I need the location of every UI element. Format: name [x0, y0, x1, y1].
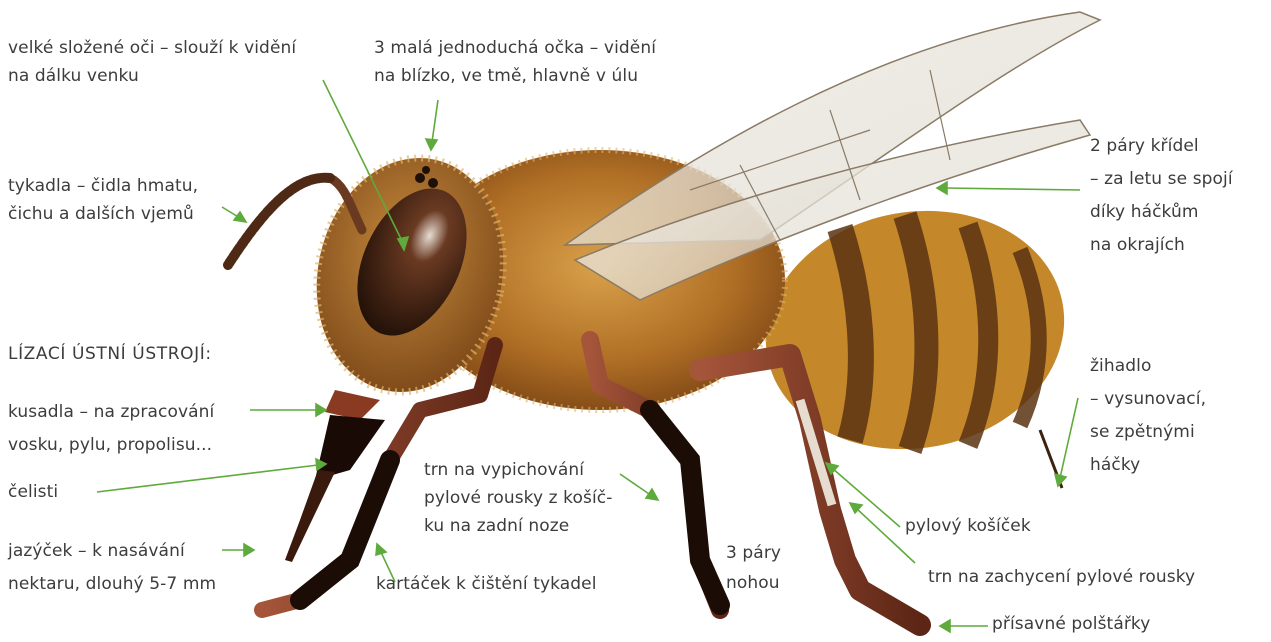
label-tongue: jazýček – k nasávání nektaru, dlouhý 5-7…	[8, 535, 216, 601]
simple-eye	[415, 173, 425, 183]
mouthparts-heading: LÍZACÍ ÚSTNÍ ÚSTROJÍ:	[8, 340, 212, 368]
label-wings: 2 páry křídel – za letu se spojí díky há…	[1090, 130, 1233, 262]
label-compound-eyes: velké složené oči – slouží k vidění na d…	[8, 34, 296, 90]
label-pollen-basket: pylový košíček	[905, 512, 1031, 540]
label-pollen-catch-spine: trn na zachycení pylové rousky	[928, 563, 1195, 591]
label-stinger: žihadlo – vysunovací, se zpětnými háčky	[1090, 350, 1206, 482]
label-antenna-brush: kartáček k čištění tykadel	[376, 570, 597, 598]
label-antennae: tykadla – čidla hmatu, čichu a dalších v…	[8, 172, 198, 228]
label-three-pairs-legs: 3 páry nohou	[726, 538, 781, 598]
label-simple-eyes: 3 malá jednoduchá očka – vidění na blízk…	[374, 34, 656, 90]
label-mandibles: kusadla – na zpracování vosku, pylu, pro…	[8, 396, 214, 462]
label-pollen-spine-hook: trn na vypichování pylové rousky z košíč…	[424, 456, 612, 540]
label-maxillae: čelisti	[8, 478, 58, 506]
label-suction-pads: přísavné polštářky	[992, 610, 1150, 638]
